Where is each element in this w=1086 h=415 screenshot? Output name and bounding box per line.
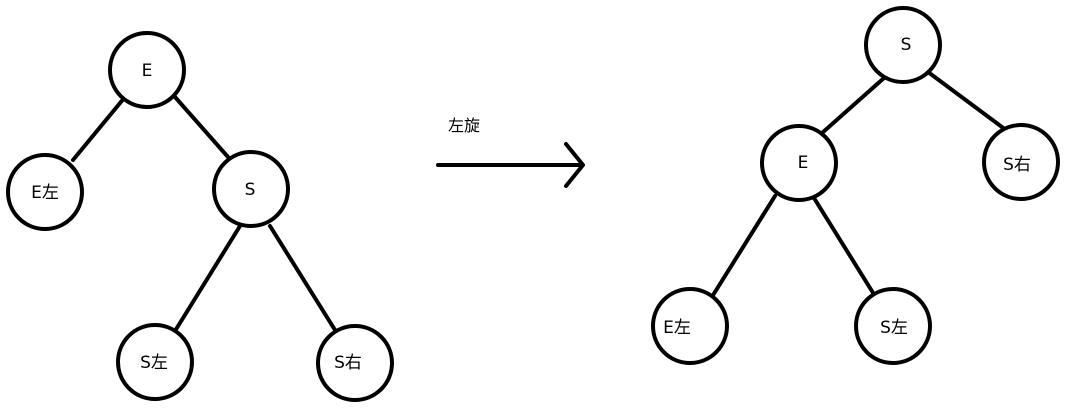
node-s-right xyxy=(982,123,1060,201)
node-e-left-label: E左 xyxy=(663,318,691,338)
rotation-arrow: 左旋 xyxy=(436,116,585,188)
edge-s-to-e xyxy=(820,76,886,135)
before-tree: E E左 S S左 S右 xyxy=(6,31,394,402)
rotation-label: 左旋 xyxy=(448,116,480,135)
node-s-right-label: S右 xyxy=(334,353,362,373)
node-s-left-label: S左 xyxy=(140,353,168,373)
node-s xyxy=(212,150,290,228)
node-e-label: E xyxy=(142,61,153,81)
edge-e-to-s xyxy=(173,95,230,159)
edge-s-to-s-right xyxy=(926,70,1008,132)
node-s-label: S xyxy=(245,180,256,200)
node-s xyxy=(864,6,942,84)
node-s-left xyxy=(854,287,932,365)
edge-e-to-s-left xyxy=(812,196,877,298)
arrow-head-icon xyxy=(564,142,585,188)
edge-e-to-e-left xyxy=(708,194,777,302)
edge-e-to-e-left xyxy=(71,95,127,162)
node-s-label: S xyxy=(901,35,912,55)
node-e-left-label: E左 xyxy=(31,183,59,203)
node-s-right xyxy=(316,324,394,402)
node-e-label: E xyxy=(798,153,809,173)
node-e xyxy=(108,31,186,109)
node-e-left xyxy=(651,287,729,365)
node-s-right-label: S右 xyxy=(1003,155,1031,175)
node-e xyxy=(760,124,838,202)
node-s-left xyxy=(116,323,194,401)
node-s-left-label: S左 xyxy=(880,318,908,338)
node-e-left xyxy=(6,153,84,231)
edge-s-to-s-left xyxy=(173,224,242,333)
edge-s-to-s-right xyxy=(268,224,337,332)
after-tree: S E S右 E左 S左 xyxy=(651,6,1060,365)
